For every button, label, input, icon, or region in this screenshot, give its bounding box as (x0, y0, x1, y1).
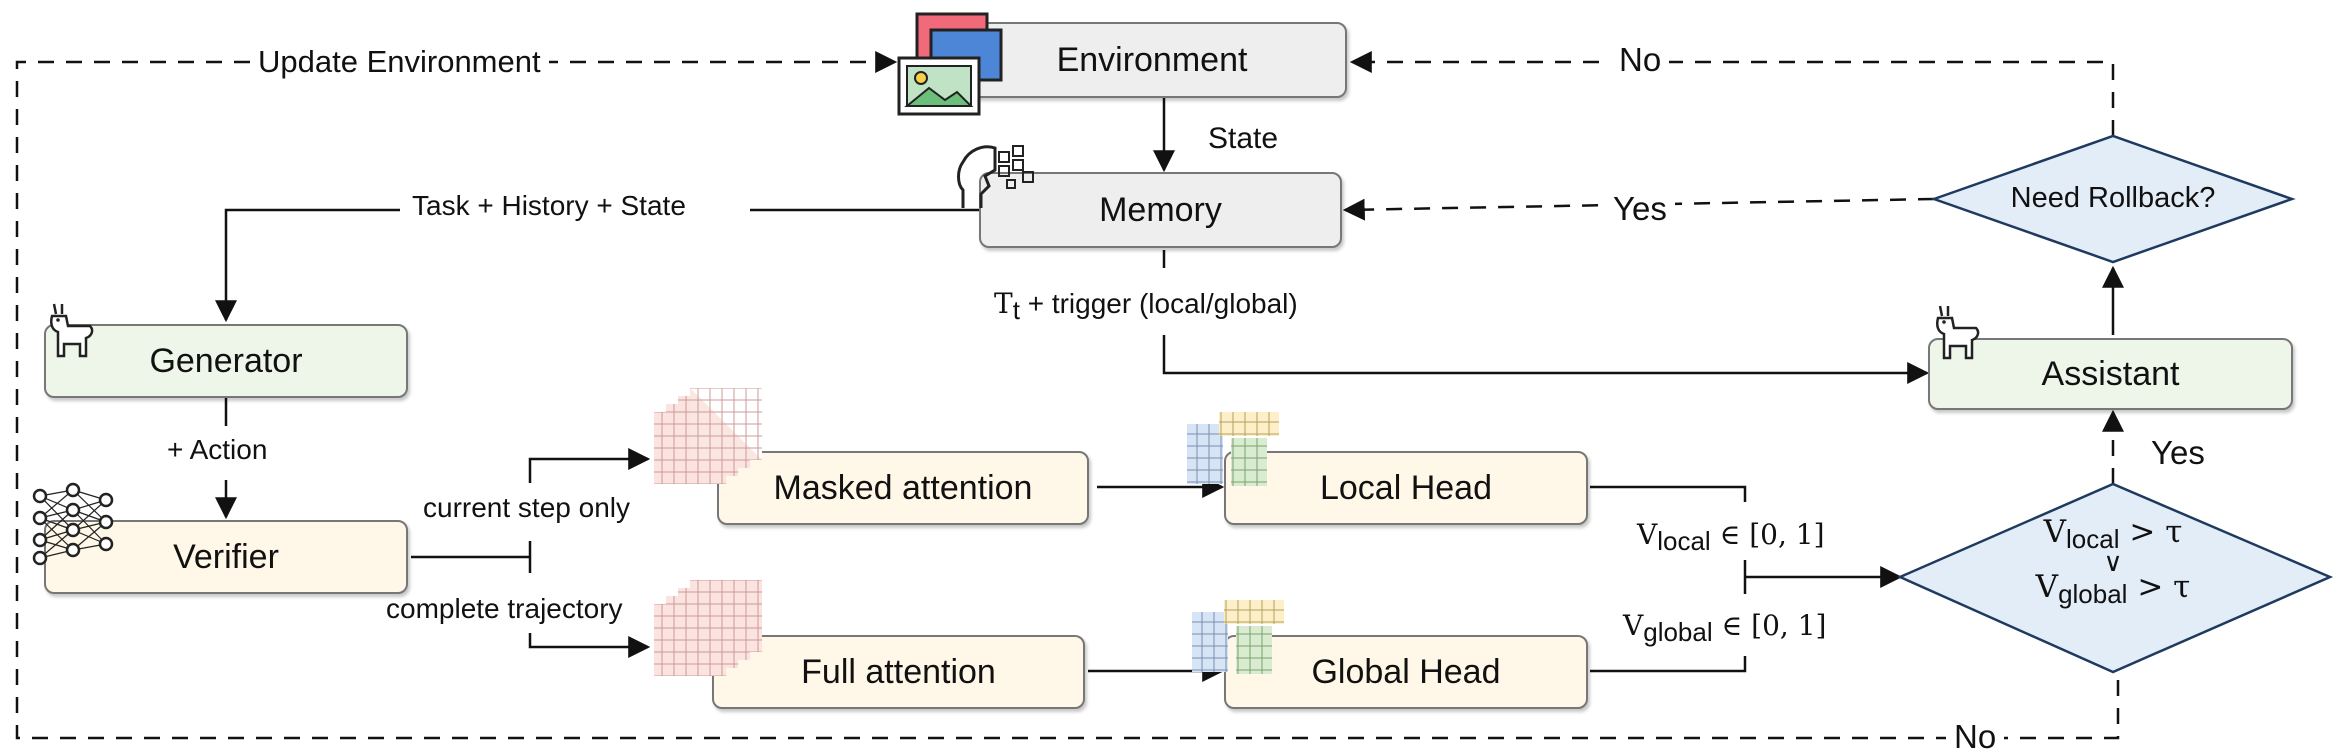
need-rollback-text: Need Rollback? (2010, 182, 2216, 214)
threshold-condition: Vlocal > τ ∨ Vglobal > τ (1960, 514, 2266, 609)
local-head-label: Local Head (1319, 468, 1492, 507)
generator-label: Generator (149, 341, 303, 380)
task-history-state-arrow-left (215, 208, 400, 323)
head-matrix-icon (1187, 412, 1279, 486)
attention-grid-icon (654, 580, 762, 676)
global-head-node: Global Head (1224, 635, 1588, 709)
global-head-line (1590, 656, 1747, 673)
v-local-range-label: Vlocal ∈ [0, 1] (1637, 518, 1825, 556)
current-step-only-label: current step only (423, 492, 630, 523)
assistant-node: Assistant (1928, 338, 2293, 410)
assistant-label: Assistant (2041, 354, 2180, 393)
need-rollback-diamond (1930, 134, 2296, 264)
local-head-node: Local Head (1224, 451, 1588, 525)
solid-connectors (215, 98, 2124, 682)
full-attention-node: Full attention (712, 635, 1085, 709)
images-icon (897, 12, 1003, 116)
state-label: State (1208, 122, 1279, 155)
head-matrix-icon (1192, 600, 1284, 674)
generator-node: Generator (44, 324, 408, 398)
task-history-state-label: Task + History + State (412, 190, 686, 221)
yes-memory-label: Yes (1605, 192, 1675, 225)
threshold-decision-diamond (1896, 482, 2334, 674)
no-bottom-label: No (1946, 720, 2005, 753)
environment-node: Environment (957, 22, 1347, 98)
v-global-threshold: Vglobal > τ (2035, 569, 2191, 609)
action-label: + Action (167, 434, 268, 465)
llama-icon (1936, 305, 1980, 360)
update-environment-label: Update Environment (250, 46, 549, 77)
attention-grid-icon (654, 388, 762, 484)
environment-label: Environment (1056, 40, 1248, 79)
local-head-line (1590, 485, 1747, 502)
trigger-to-assistant-arrow (1162, 335, 1930, 384)
yes-assistant-label: Yes (2151, 434, 2205, 471)
memory-label: Memory (1099, 190, 1222, 229)
brain-icon (957, 145, 1034, 208)
split-down-arrow (528, 633, 651, 658)
or-symbol: ∨ (2103, 548, 2123, 578)
full-attention-label: Full attention (801, 652, 996, 691)
neural-network-icon (32, 482, 114, 566)
no-top-label: No (1611, 43, 1670, 76)
masked-attention-node: Masked attention (717, 451, 1089, 525)
rollback-no-arrow (1349, 51, 2115, 136)
global-head-label: Global Head (1311, 652, 1501, 691)
diamonds (1896, 134, 2334, 674)
verifier-label: Verifier (173, 537, 279, 576)
tau-trigger-label: Tt + trigger (local/global) (994, 287, 1298, 325)
outer-feedback-loop (15, 51, 2120, 740)
split-up-arrow (528, 448, 651, 483)
memory-node: Memory (979, 172, 1342, 248)
masked-attention-label: Masked attention (773, 468, 1033, 507)
v-local-threshold: Vlocal > τ (2043, 514, 2183, 554)
llama-icon (50, 303, 94, 358)
v-global-range-label: Vglobal ∈ [0, 1] (1623, 609, 1827, 647)
complete-trajectory-label: complete trajectory (386, 593, 623, 624)
verifier-node: Verifier (44, 520, 408, 594)
